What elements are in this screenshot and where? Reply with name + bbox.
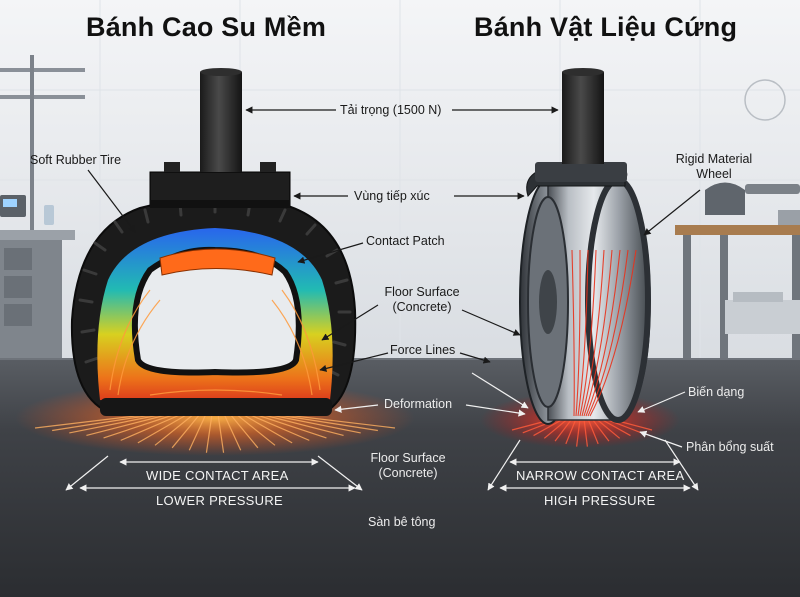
force-ray <box>277 413 396 429</box>
lab-shelf-left <box>0 55 85 358</box>
force-ray <box>576 417 581 447</box>
force-ray <box>598 417 631 437</box>
label-concrete-floor: Sàn bê tông <box>368 515 436 529</box>
force-ray <box>554 417 574 442</box>
force-ray <box>188 413 207 451</box>
rigid-steel-wheel <box>519 68 651 425</box>
label-deformation: Deformation <box>384 397 453 411</box>
wheel-stress-line <box>585 249 621 417</box>
force-ray <box>154 413 195 446</box>
force-ray <box>533 417 566 437</box>
label-bien-dang: Biến dạng <box>688 385 745 399</box>
wheel-stress-line <box>583 249 613 417</box>
force-ray <box>205 413 213 453</box>
force-ray <box>265 413 361 434</box>
force-ray <box>217 413 225 453</box>
label-high-pressure: HIGH PRESSURE <box>544 493 656 508</box>
label-narrow-contact-area: NARROW CONTACT AREA <box>516 468 685 483</box>
label-floor-surface-2-line2: (Concrete) <box>378 466 438 480</box>
label-floor-surface-2-line1: Floor Surface <box>370 451 446 465</box>
force-ray <box>120 413 183 441</box>
force-ray <box>52 413 159 432</box>
wheel-stress-line <box>571 249 575 417</box>
label-lower-pressure: LOWER PRESSURE <box>156 493 284 508</box>
force-ray <box>235 413 276 446</box>
wheel-stress-lines <box>571 249 637 417</box>
force-ray <box>171 413 201 449</box>
leader-lines-light <box>65 372 699 492</box>
force-ray <box>223 413 242 451</box>
label-floor-surface-1-line2: (Concrete) <box>392 300 452 314</box>
label-contact-patch: Contact Patch <box>366 234 445 248</box>
label-soft-rubber-tire: Soft Rubber Tire <box>30 153 122 167</box>
label-rigid-material-line1: Rigid Material <box>675 152 753 166</box>
force-ray <box>253 413 327 439</box>
force-ray <box>241 413 293 444</box>
force-ray <box>34 413 153 429</box>
label-stress-distribution: Phân bổng suất <box>686 440 774 454</box>
title-rigid-material-wheel: Bánh Vật Liệu Cứng <box>474 12 738 42</box>
internal-force-lines <box>109 289 321 396</box>
label-load: Tải trọng (1500 N) <box>340 103 442 117</box>
label-force-lines: Force Lines <box>390 343 456 357</box>
label-wide-contact-area: WIDE CONTACT AREA <box>146 468 289 483</box>
force-ray <box>587 417 599 445</box>
force-ray <box>137 413 189 444</box>
load-post-left <box>200 72 242 172</box>
force-ray <box>86 413 171 437</box>
load-post-right <box>562 72 604 164</box>
wheel-stress-line <box>579 249 597 417</box>
label-rigid-material-wheel: Rigid Material Wheel <box>664 152 764 182</box>
wheel-stress-line <box>575 249 581 417</box>
force-ray <box>259 413 344 437</box>
force-ray <box>271 413 378 432</box>
force-rays-left <box>34 413 396 453</box>
lab-bench-right <box>675 79 800 360</box>
label-floor-surface-1-line1: Floor Surface <box>384 285 460 299</box>
force-ray <box>590 417 610 442</box>
force-ray <box>543 417 570 439</box>
force-ray <box>229 413 259 449</box>
force-ray <box>565 417 577 445</box>
title-soft-rubber-wheel: Bánh Cao Su Mềm <box>86 12 327 42</box>
force-ray <box>247 413 310 441</box>
force-rays-right <box>511 417 653 447</box>
contact-patch-pad <box>159 248 276 276</box>
label-floor-surface-1: Floor Surface (Concrete) <box>382 285 462 315</box>
wheel-stress-line <box>577 249 589 417</box>
wheel-stress-line <box>589 249 637 417</box>
force-ray <box>103 413 177 439</box>
label-rigid-material-line2: Wheel <box>696 167 732 181</box>
force-ray <box>594 417 621 439</box>
force-ray <box>69 413 165 434</box>
soft-rubber-tire <box>70 68 357 416</box>
label-contact-zone: Vùng tiếp xúc <box>354 189 430 203</box>
wheel-stress-line <box>581 249 605 417</box>
fork-bracket <box>535 162 627 182</box>
wheel-stress-line <box>587 249 629 417</box>
tire-inner-hole <box>131 246 302 376</box>
label-floor-surface-2: Floor Surface (Concrete) <box>368 451 448 481</box>
leader-lines <box>87 106 701 372</box>
force-ray <box>583 417 588 447</box>
